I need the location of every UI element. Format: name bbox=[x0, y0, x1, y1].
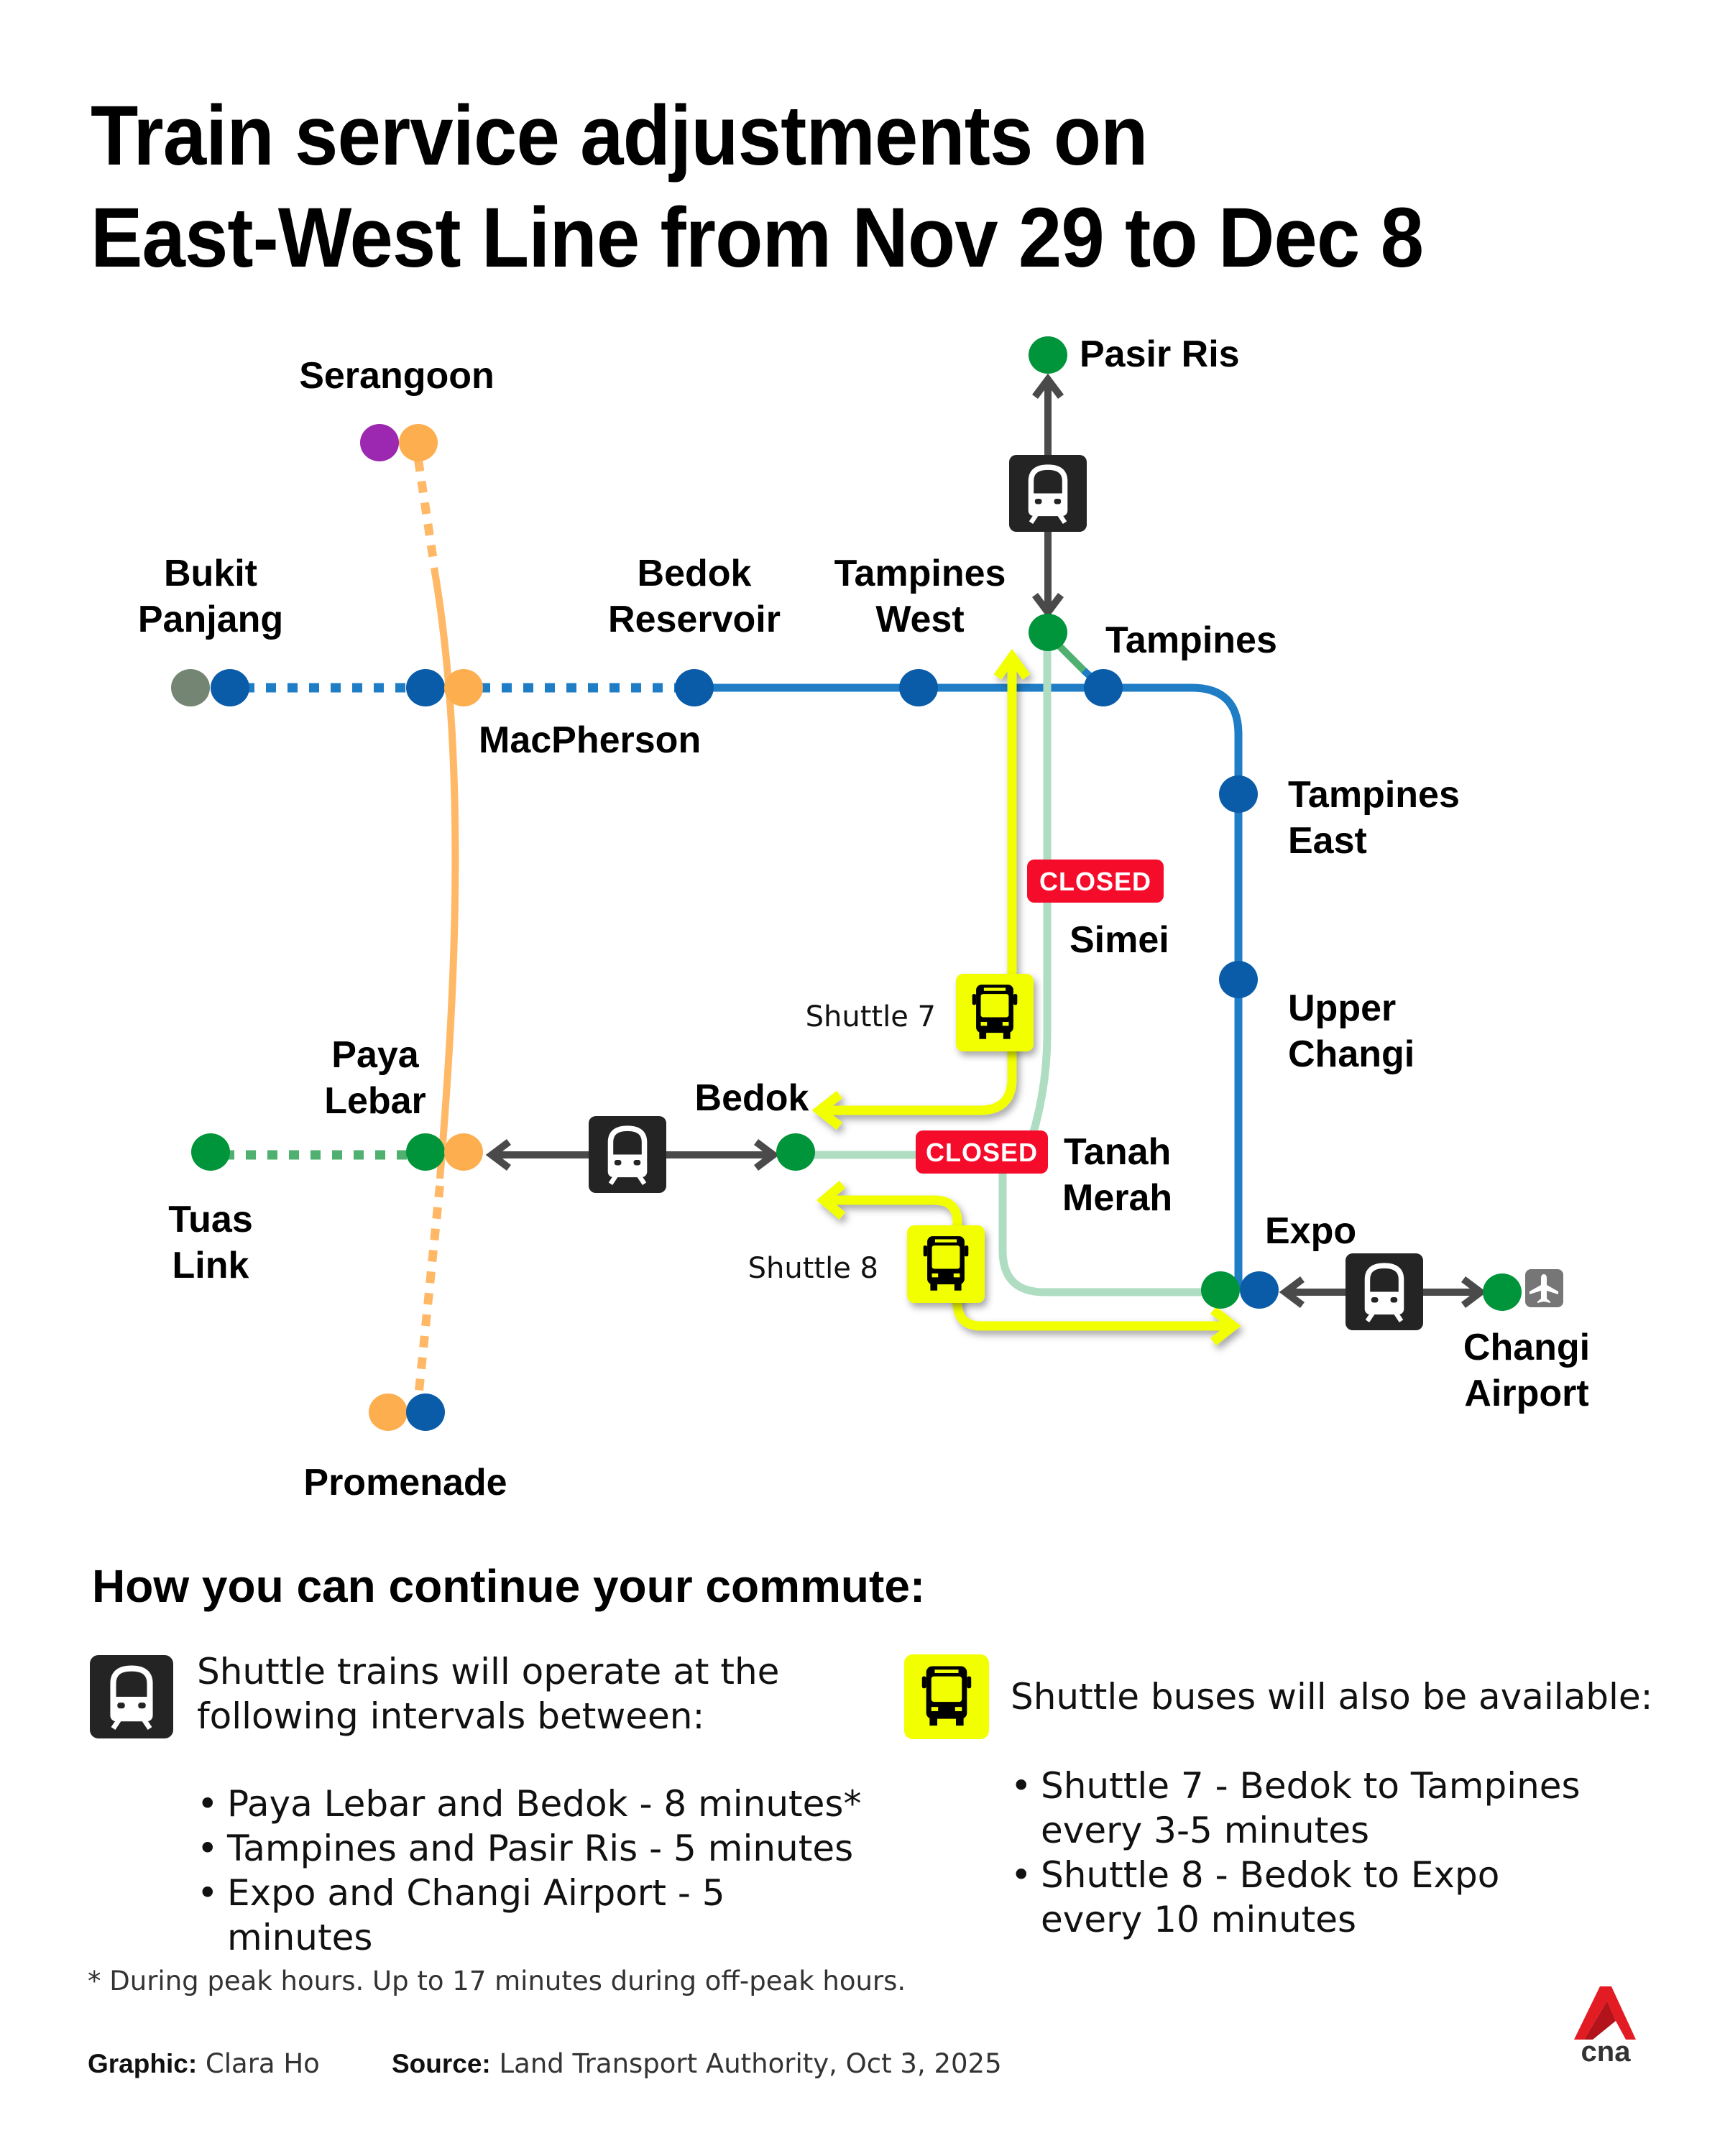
tampines-link bbox=[1054, 640, 1088, 675]
paya-lebar-cc-dot[interactable] bbox=[444, 1133, 483, 1171]
legend-train-item: Expo and Changi Airport - 5 minutes bbox=[197, 1871, 873, 1960]
bedok-dot[interactable] bbox=[776, 1133, 815, 1171]
shuttle-train-icon-expo-changi bbox=[1346, 1253, 1423, 1330]
credit-graphic-label: Graphic: bbox=[88, 2049, 198, 2078]
closed-badge-tanah-merah-text: CLOSED bbox=[926, 1138, 1038, 1167]
label-upper-changi-2: Changi bbox=[1288, 1033, 1414, 1075]
macpherson-cc-dot[interactable] bbox=[444, 669, 483, 706]
label-changi-airport-1: Changi bbox=[1463, 1327, 1590, 1368]
credit-source-value: Land Transport Authority, Oct 3, 2025 bbox=[499, 2048, 1002, 2079]
station-dots bbox=[171, 336, 1522, 1431]
tampines-dt-dot[interactable] bbox=[1084, 669, 1123, 706]
legend-train-item: Tampines and Pasir Ris - 5 minutes bbox=[197, 1826, 873, 1871]
legend-shuttle-trains: Shuttle trains will operate at the follo… bbox=[197, 1649, 873, 1960]
legend-bus-item: Shuttle 8 - Bedok to Expo every 10 minut… bbox=[1011, 1853, 1600, 1942]
page-title: Train service adjustments on East-West L… bbox=[91, 85, 1424, 289]
legend-bus-item: Shuttle 7 - Bedok to Tampines every 3-5 … bbox=[1011, 1764, 1600, 1853]
label-bedok-reservoir-1: Bedok bbox=[638, 553, 752, 594]
label-bedok-reservoir-2: Reservoir bbox=[608, 599, 781, 640]
tuas-link-dot[interactable] bbox=[191, 1133, 230, 1171]
label-bukit-panjang-2: Panjang bbox=[138, 599, 283, 640]
macpherson-dt-dot[interactable] bbox=[406, 669, 445, 706]
label-tuas-link-1: Tuas bbox=[168, 1199, 253, 1240]
label-macpherson: MacPherson bbox=[479, 719, 701, 761]
title-line-2: East-West Line from Nov 29 to Dec 8 bbox=[91, 190, 1424, 285]
shuttle-8-bus-icon bbox=[907, 1225, 985, 1303]
circle-line-dotted-north bbox=[414, 459, 438, 561]
credit-graphic: Graphic: Clara Ho bbox=[88, 2048, 320, 2079]
changi-airport-dot[interactable] bbox=[1483, 1273, 1522, 1311]
legend-shuttle-buses-list: Shuttle 7 - Bedok to Tampines every 3-5 … bbox=[1011, 1764, 1600, 1942]
paya-lebar-ew-dot[interactable] bbox=[406, 1133, 445, 1171]
circle-line bbox=[431, 567, 459, 1179]
label-pasir-ris: Pasir Ris bbox=[1080, 333, 1240, 375]
bukit-panjang-lrt-dot[interactable] bbox=[171, 669, 210, 706]
label-paya-lebar-1: Paya bbox=[331, 1034, 420, 1076]
credit-graphic-value: Clara Ho bbox=[205, 2048, 320, 2079]
footnote: * During peak hours. Up to 17 minutes du… bbox=[88, 1966, 906, 1996]
shuttle-train-icon-pasir-ris bbox=[1009, 455, 1087, 532]
label-promenade: Promenade bbox=[303, 1462, 507, 1503]
commute-heading: How you can continue your commute: bbox=[92, 1560, 926, 1612]
label-shuttle-8: Shuttle 8 bbox=[748, 1252, 878, 1285]
blue-line bbox=[694, 683, 1243, 1290]
serangoon-cc-dot[interactable] bbox=[399, 424, 438, 461]
legend-shuttle-buses: Shuttle buses will also be available: Sh… bbox=[1011, 1674, 1672, 1942]
label-tampines-west-2: West bbox=[875, 599, 964, 640]
label-tuas-link-2: Link bbox=[172, 1245, 249, 1286]
shuttle-7-route bbox=[811, 648, 1031, 1130]
cna-logo-text: cna bbox=[1581, 2036, 1632, 2064]
shuttle-train-icon-paya-lebar-bedok bbox=[589, 1116, 666, 1193]
upper-changi-dot[interactable] bbox=[1219, 961, 1258, 998]
closed-badge-tanah-merah: CLOSED bbox=[916, 1130, 1048, 1174]
bukit-panjang-dt-dot[interactable] bbox=[211, 669, 249, 706]
cna-logo: cna bbox=[1571, 1985, 1643, 2068]
tampines-west-dot[interactable] bbox=[899, 669, 938, 706]
legend-train-item: Paya Lebar and Bedok - 8 minutes* bbox=[197, 1782, 873, 1826]
label-tampines-east-2: East bbox=[1288, 820, 1367, 862]
circle-line-dotted-south bbox=[414, 1185, 444, 1399]
expo-ew-dot[interactable] bbox=[1201, 1271, 1240, 1309]
label-upper-changi-1: Upper bbox=[1288, 987, 1396, 1029]
legend-shuttle-trains-intro: Shuttle trains will operate at the follo… bbox=[197, 1651, 780, 1737]
label-tampines-east-1: Tampines bbox=[1288, 774, 1460, 816]
title-line-1: Train service adjustments on bbox=[91, 88, 1148, 183]
closed-badge-simei: CLOSED bbox=[1027, 860, 1164, 903]
legend-bus-icon bbox=[904, 1654, 989, 1739]
legend-shuttle-trains-list: Paya Lebar and Bedok - 8 minutes* Tampin… bbox=[197, 1782, 873, 1960]
tampines-ew-dot[interactable] bbox=[1029, 614, 1067, 651]
label-expo: Expo bbox=[1265, 1210, 1356, 1252]
label-bedok: Bedok bbox=[695, 1077, 809, 1119]
label-serangoon: Serangoon bbox=[299, 355, 494, 397]
credit-source: Source: Land Transport Authority, Oct 3,… bbox=[392, 2048, 1002, 2079]
serangoon-ne-dot[interactable] bbox=[360, 424, 399, 461]
label-changi-airport-2: Airport bbox=[1464, 1373, 1588, 1414]
tampines-east-dot[interactable] bbox=[1219, 775, 1258, 813]
label-tanah-merah-2: Merah bbox=[1062, 1177, 1172, 1219]
promenade-cc-dot[interactable] bbox=[369, 1393, 408, 1431]
bedok-reservoir-dot[interactable] bbox=[675, 669, 714, 706]
label-tanah-merah-1: Tanah bbox=[1064, 1131, 1171, 1173]
airport-icon bbox=[1525, 1269, 1563, 1307]
label-simei: Simei bbox=[1070, 919, 1169, 961]
legend-train-icon bbox=[90, 1655, 173, 1738]
pasir-ris-dot[interactable] bbox=[1029, 336, 1067, 374]
legend-shuttle-buses-intro: Shuttle buses will also be available: bbox=[1011, 1676, 1653, 1718]
shuttle-7-bus-icon bbox=[956, 974, 1034, 1051]
label-paya-lebar-2: Lebar bbox=[324, 1080, 426, 1122]
closed-ew-segment-south bbox=[998, 1155, 1218, 1296]
label-tampines-west-1: Tampines bbox=[834, 553, 1006, 594]
closed-badge-simei-text: CLOSED bbox=[1039, 867, 1151, 896]
label-shuttle-7: Shuttle 7 bbox=[806, 1000, 936, 1033]
credit-source-label: Source: bbox=[392, 2049, 491, 2078]
promenade-dt-dot[interactable] bbox=[406, 1393, 445, 1431]
label-tampines: Tampines bbox=[1105, 619, 1277, 661]
transit-map: CLOSED CLOSED Serangoon Bukit Panjang Be… bbox=[138, 333, 1590, 1503]
expo-dt-dot[interactable] bbox=[1240, 1271, 1279, 1309]
label-bukit-panjang-1: Bukit bbox=[164, 553, 257, 594]
